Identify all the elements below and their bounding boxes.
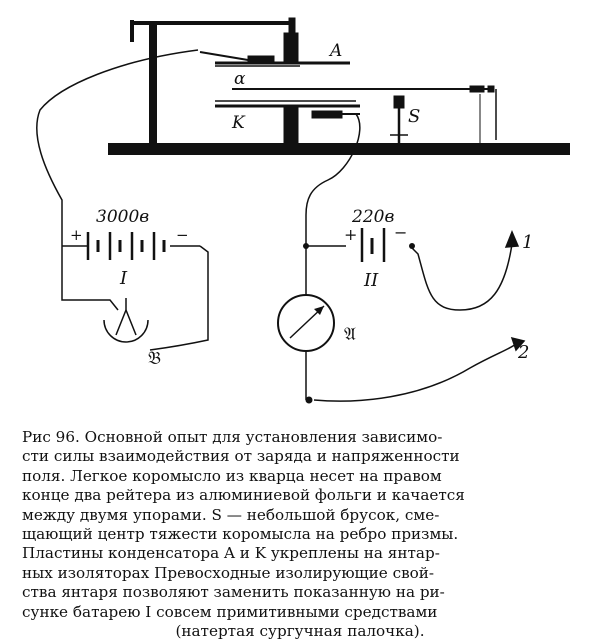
caption-line: ных изоляторах Превосходные изолирующие …	[22, 563, 435, 582]
junction-dot	[303, 243, 309, 249]
plate-a	[215, 61, 350, 67]
caption-line: сунке батарею I совсем примитивными сред…	[22, 602, 438, 621]
label-voltage-low: 220в	[351, 207, 394, 227]
label-battery-one: I	[119, 268, 128, 289]
caption-line: поля. Легкое коромысло из кварца несет н…	[22, 466, 442, 485]
caption-line: между двумя упорами. S — небольшой брусо…	[22, 505, 440, 524]
stand	[130, 17, 299, 144]
galvanometer	[277, 294, 335, 352]
electroscope	[103, 298, 149, 343]
caption-line: (натертая сургучная палочка).	[175, 622, 425, 641]
label-battery-two: II	[363, 270, 379, 291]
terminal-2	[305, 396, 313, 404]
plate-k	[215, 100, 360, 108]
caption-line: Пластины конденсатора A и K укреплены на…	[22, 544, 440, 563]
base-board	[108, 143, 570, 155]
label-galvanometer: 𝔄	[344, 324, 356, 345]
caption-line: конце два рейтера из алюминиевой фольги …	[22, 486, 465, 505]
label-plate-k: K	[231, 113, 246, 133]
label-minus-right: −	[394, 223, 407, 242]
wires	[36, 49, 517, 402]
caption-line: сти силы взаимодействия от заряда и напр…	[22, 447, 460, 466]
terminal-right	[409, 243, 415, 249]
quartz-beam	[232, 85, 497, 143]
wire-arrows	[504, 230, 526, 352]
label-electroscope: 𝔅	[148, 348, 161, 369]
label-wire-two: 2	[517, 342, 529, 363]
caption-line: ства янтаря позволяют заменить показанну…	[22, 583, 445, 602]
caption-line: Рис 96. Основной опыт для установления з…	[22, 428, 443, 446]
label-wire-one: 1	[522, 232, 533, 253]
wire-to-plate-a	[36, 49, 199, 246]
experiment-diagram: A α K S 3000в 220в I II 𝔅 𝔄 1 2 + − + −	[36, 17, 570, 404]
label-bar-s: S	[408, 106, 420, 127]
label-plus-right: +	[344, 225, 357, 244]
label-minus-left: −	[176, 226, 189, 244]
caption-line: щающий центр тяжести коромысла на ребро …	[22, 525, 459, 544]
battery-one	[86, 232, 166, 260]
wire-from-plate-k	[305, 113, 361, 400]
label-plate-a: A	[328, 41, 342, 61]
insulators	[199, 51, 360, 119]
label-plus-left: +	[70, 226, 83, 244]
figure-caption: Рис 96. Основной опыт для установления з…	[22, 428, 578, 641]
bar-s	[390, 95, 408, 143]
label-voltage-high: 3000в	[96, 207, 149, 227]
battery-two	[360, 228, 386, 262]
label-beam-alpha: α	[234, 69, 246, 89]
